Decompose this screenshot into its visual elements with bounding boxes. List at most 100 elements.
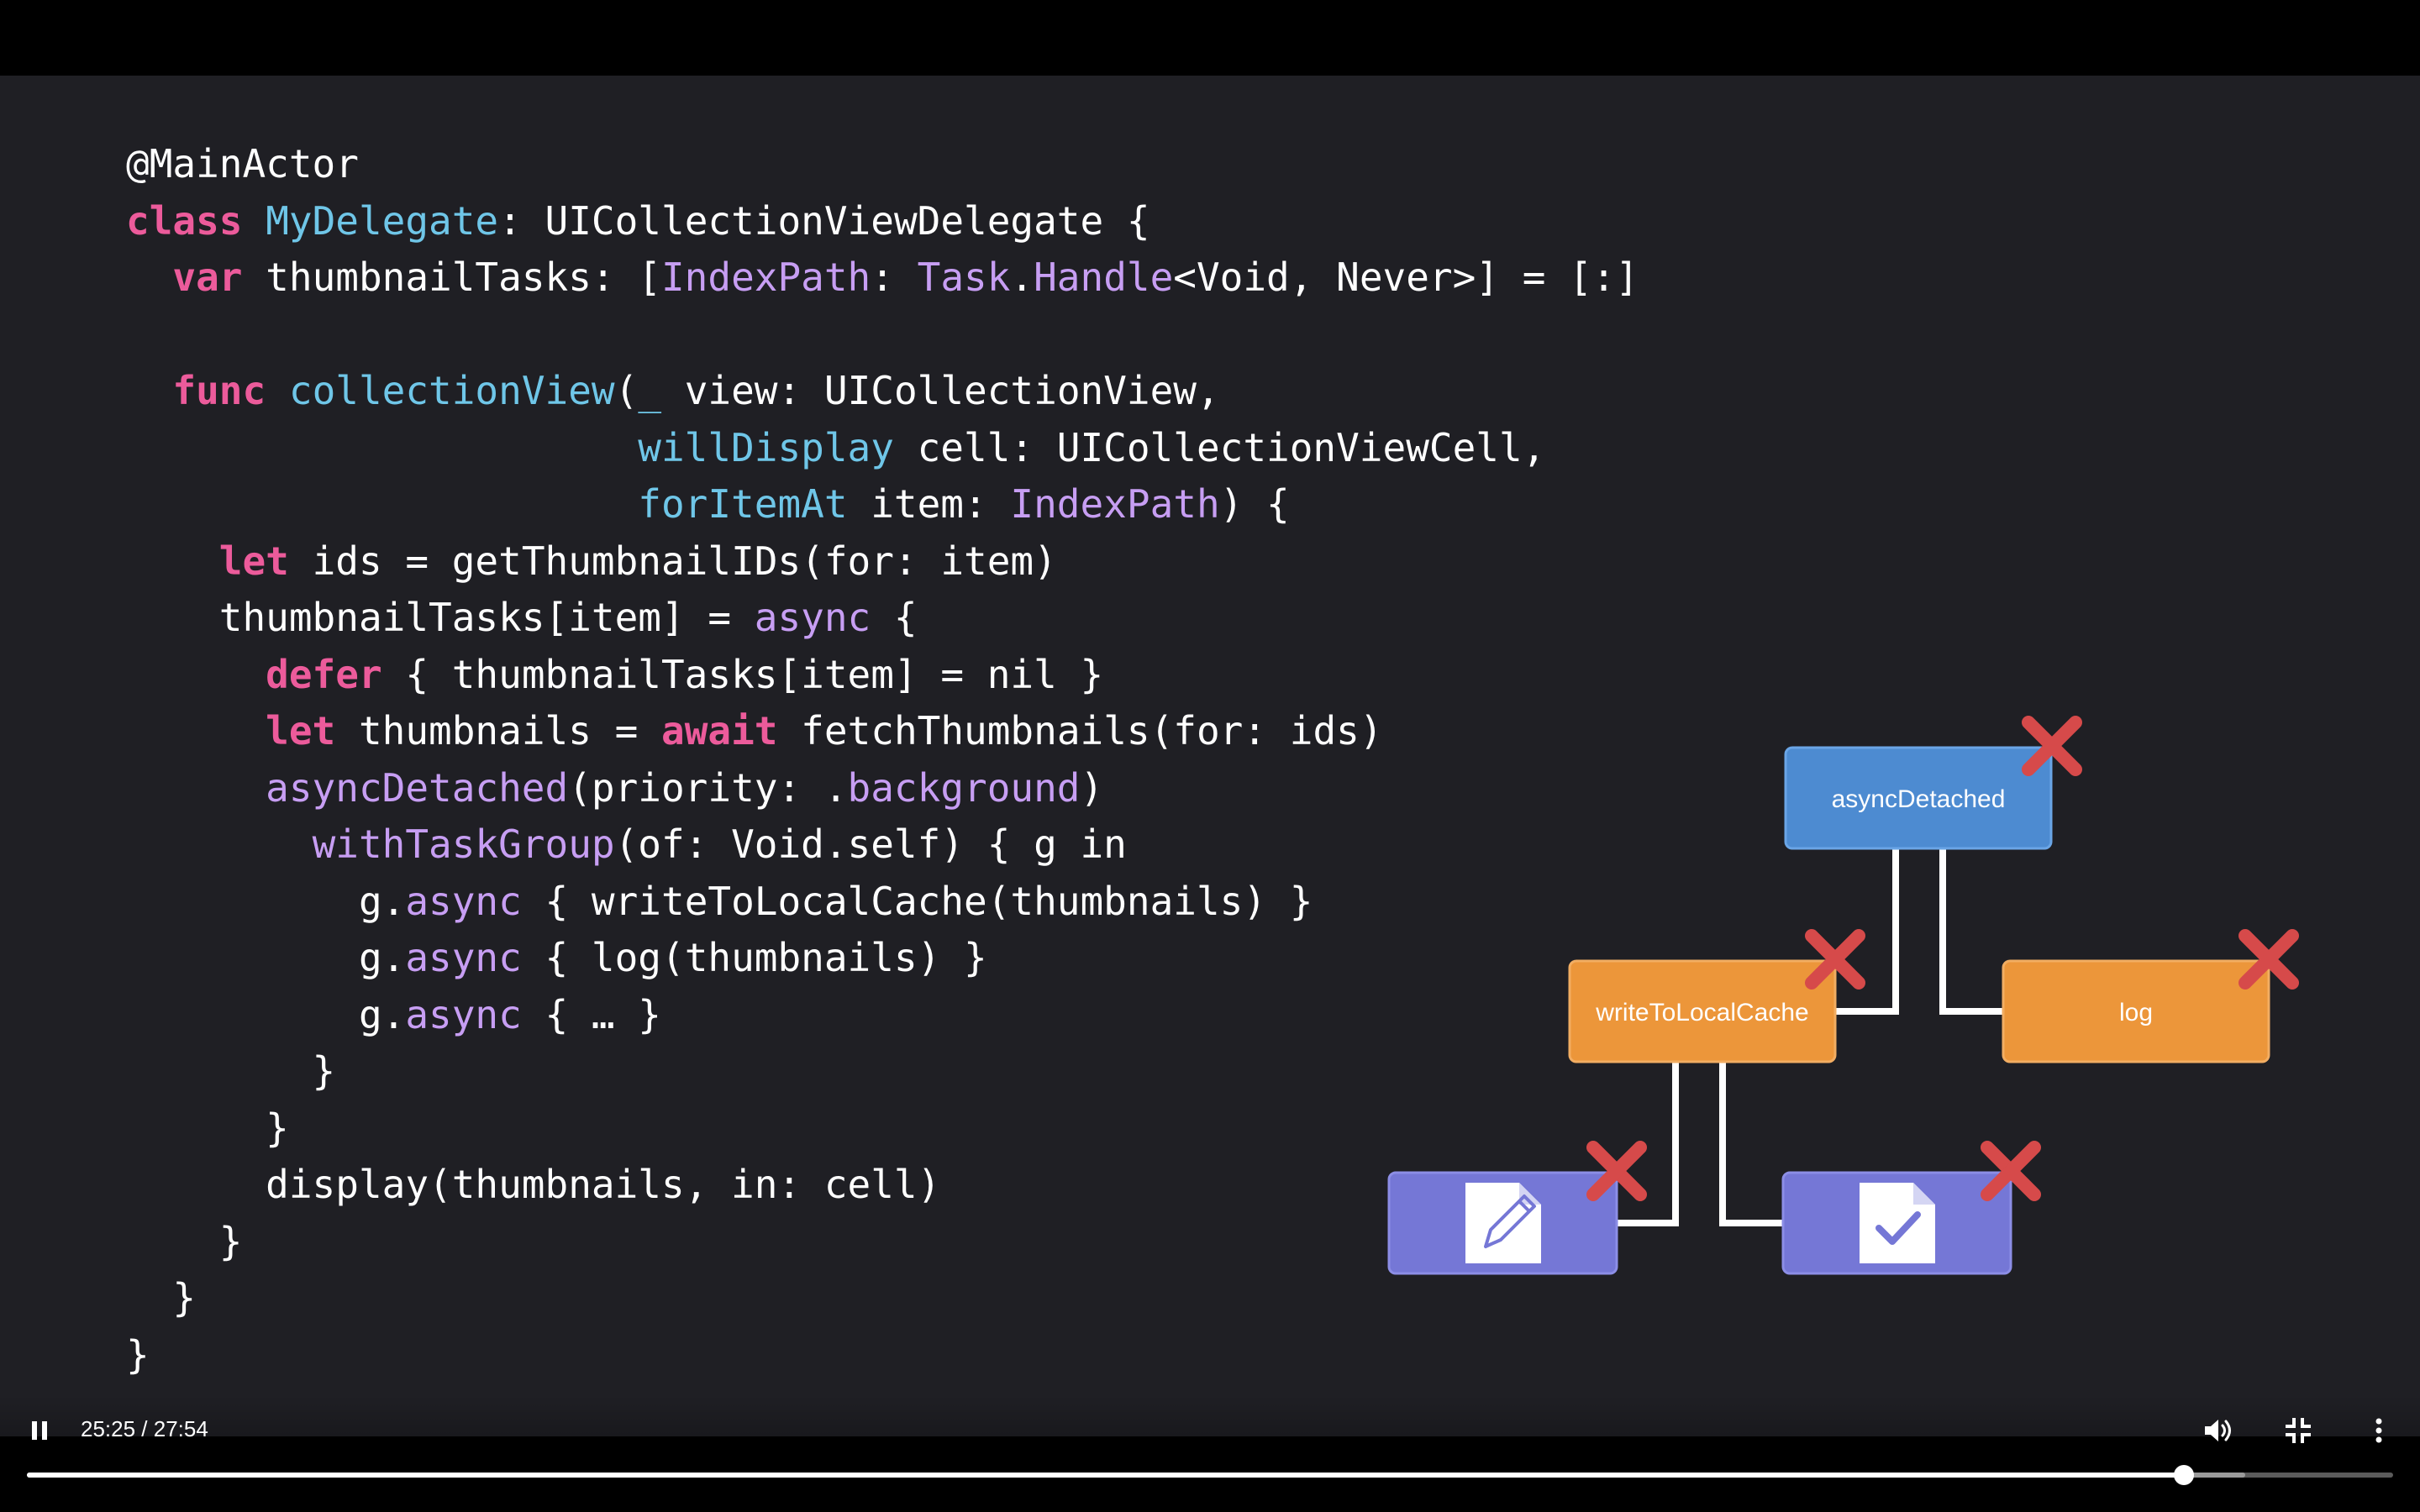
code-token: thumbnails = <box>335 708 661 753</box>
cancel-x-icon <box>1586 1141 1647 1201</box>
pause-icon[interactable] <box>29 1418 52 1443</box>
code-token: item: <box>847 481 1011 527</box>
code-token: : UICollectionViewDelegate { <box>498 197 1150 244</box>
code-line: let thumbnails = await fetchThumbnails(f… <box>126 703 1639 760</box>
write-to-local-cache-node: writeToLocalCache <box>1568 929 1865 1063</box>
code-line: class MyDelegate: UICollectionViewDelega… <box>126 193 1639 250</box>
code-token: async <box>405 878 522 924</box>
log-label: log <box>2119 999 2153 1026</box>
code-line: g.async { writeToLocalCache(thumbnails) … <box>126 874 1639 931</box>
code-line: g.async { … } <box>126 987 1639 1044</box>
code-line: } <box>126 1043 1639 1100</box>
write-file-node <box>1387 1141 1647 1275</box>
code-token: { log(thumbnails) } <box>521 935 987 980</box>
connector-lines <box>1617 848 2003 1226</box>
code-line: defer { thumbnailTasks[item] = nil } <box>126 647 1639 704</box>
code-token: <Void, Never>] = [:] <box>1173 255 1639 300</box>
code-line: willDisplay cell: UICollectionViewCell, <box>126 420 1639 477</box>
code-token: cell: UICollectionViewCell, <box>893 424 1546 470</box>
code-token: ids = getThumbnailIDs(for: item) <box>288 538 1057 584</box>
code-token: { thumbnailTasks[item] = nil } <box>381 651 1104 697</box>
write-to-local-cache-label: writeToLocalCache <box>1595 999 1808 1026</box>
code-token: defer <box>266 651 382 697</box>
code-line: } <box>126 1214 1639 1271</box>
code-line: g.async { log(thumbnails) } <box>126 930 1639 987</box>
code-token: g. <box>126 878 406 924</box>
code-line: @MainActor <box>126 136 1639 193</box>
code-line: forItemAt item: IndexPath) { <box>126 476 1639 533</box>
code-token: thumbnailTasks: [ <box>242 255 661 300</box>
code-token: @MainActor <box>126 141 359 186</box>
code-token: IndexPath <box>1010 481 1220 527</box>
code-line: let ids = getThumbnailIDs(for: item) <box>126 533 1639 591</box>
code-token: } <box>126 1048 336 1094</box>
code-token: background <box>847 764 1081 811</box>
code-token: (priority: . <box>568 764 848 811</box>
player-controls <box>0 1394 2420 1512</box>
more-vert-icon[interactable] <box>2368 1416 2390 1445</box>
verify-file-node <box>1781 1141 2041 1275</box>
code-token: } <box>126 1275 197 1320</box>
code-token: collectionView <box>288 368 615 413</box>
code-token: withTaskGroup <box>312 822 615 867</box>
progress-scrubber-handle[interactable] <box>2173 1465 2194 1485</box>
cancel-x-icon <box>1805 929 1865 990</box>
code-token: class <box>126 197 243 244</box>
progress-played <box>27 1473 2184 1478</box>
code-token: thumbnailTasks[item] = <box>126 595 755 640</box>
code-token: : <box>871 255 918 300</box>
code-token: ( <box>614 368 639 413</box>
document-checkmark-icon <box>1860 1183 1935 1263</box>
code-token: fetchThumbnails(for: ids) <box>777 708 1383 753</box>
code-token: let <box>218 538 289 584</box>
code-line: var thumbnailTasks: [IndexPath: Task.Han… <box>126 249 1639 307</box>
code-line: display(thumbnails, in: cell) <box>126 1157 1639 1214</box>
code-line: } <box>126 1327 1639 1384</box>
code-token: func <box>172 368 266 413</box>
code-token: async <box>754 595 871 640</box>
code-token: let <box>266 708 336 753</box>
code-token: ) <box>1080 764 1104 811</box>
log-node: log <box>2002 929 2299 1063</box>
code-token: (of: Void.self) { g in <box>614 822 1127 867</box>
code-token: g. <box>126 935 406 980</box>
video-frame[interactable]: @MainActor class MyDelegate: UICollection… <box>0 76 2420 1436</box>
code-token: } <box>126 1331 150 1378</box>
code-token: } <box>126 1105 289 1151</box>
async-detached-node: asyncDetached <box>1784 716 2082 850</box>
cancel-x-icon <box>2022 716 2082 776</box>
exit-fullscreen-icon[interactable] <box>2284 1416 2312 1445</box>
code-token: Handle <box>1034 255 1174 300</box>
volume-icon[interactable] <box>2202 1416 2235 1445</box>
code-line: thumbnailTasks[item] = async { <box>126 590 1639 647</box>
code-line: func collectionView(_ view: UICollection… <box>126 363 1639 420</box>
code-token: { <box>871 595 918 640</box>
code-token: g. <box>126 991 406 1037</box>
document-pencil-icon <box>1465 1183 1541 1263</box>
async-detached-label: asyncDetached <box>1832 785 2006 813</box>
code-token: Task <box>917 255 1011 300</box>
code-token: display(thumbnails, in: cell) <box>126 1162 941 1207</box>
time-display: 25:25 / 27:54 <box>81 1416 208 1441</box>
code-token: _ <box>638 368 662 413</box>
cancel-x-icon <box>1981 1141 2041 1201</box>
code-line: asyncDetached(priority: .background) <box>126 760 1639 817</box>
task-tree-diagram: asyncDetached writeToLocalCache log <box>1387 716 2299 1275</box>
code-token: async <box>405 991 522 1037</box>
code-token: willDisplay <box>638 424 894 470</box>
code-token: await <box>661 708 778 753</box>
code-token: asyncDetached <box>266 764 569 811</box>
code-token: async <box>405 935 522 980</box>
progress-bar[interactable] <box>27 1465 2393 1485</box>
code-line: } <box>126 1270 1639 1327</box>
code-token: { … } <box>521 991 661 1037</box>
code-token: MyDelegate <box>266 197 499 244</box>
code-token: var <box>172 255 243 300</box>
code-line: withTaskGroup(of: Void.self) { g in <box>126 816 1639 874</box>
code-line: } <box>126 1100 1639 1158</box>
code-listing: @MainActor class MyDelegate: UICollection… <box>126 136 1639 1383</box>
code-token: ) { <box>1219 481 1290 527</box>
code-token: view: UICollectionView, <box>661 368 1220 413</box>
code-token: } <box>126 1218 243 1264</box>
code-token: IndexPath <box>660 255 871 300</box>
